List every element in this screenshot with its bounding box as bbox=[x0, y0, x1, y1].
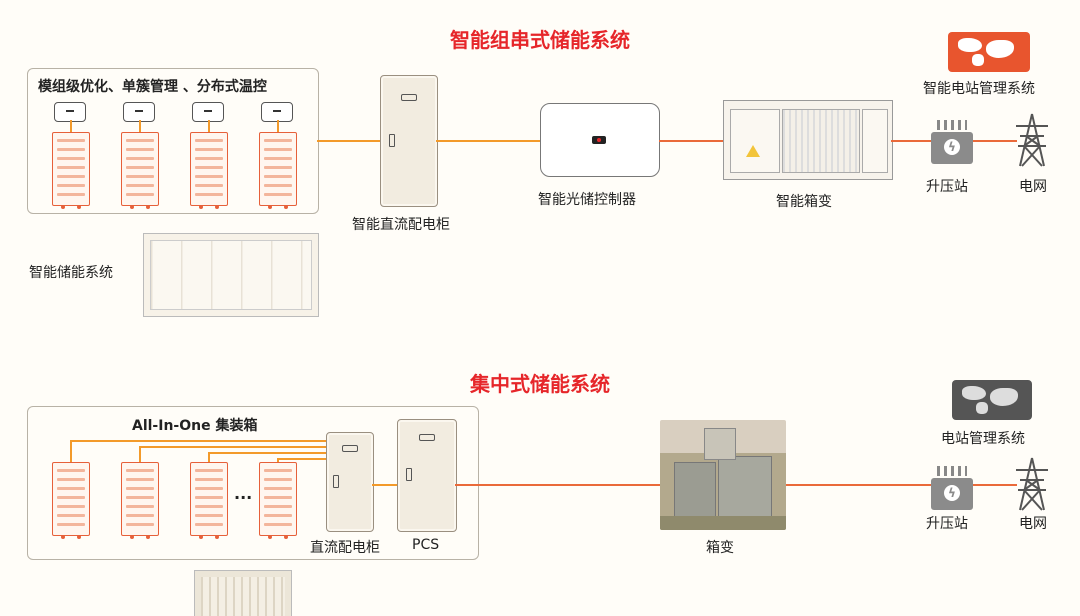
pcs-cabinet-icon bbox=[397, 419, 457, 532]
world-map-monitor-icon bbox=[948, 32, 1030, 72]
bottom-transformer-label: 箱变 bbox=[706, 540, 734, 556]
bms-icon bbox=[54, 102, 86, 122]
connection-line bbox=[891, 140, 931, 142]
top-mgmt-label: 智能电站管理系统 bbox=[923, 81, 1035, 97]
battery-rack-icon bbox=[121, 132, 159, 209]
power-tower-icon bbox=[1016, 113, 1048, 167]
bms-icon bbox=[123, 102, 155, 122]
world-map-monitor-icon bbox=[952, 380, 1032, 420]
top-booster-label: 升压站 bbox=[926, 179, 968, 195]
inverter-icon bbox=[540, 103, 660, 177]
battery-rack-icon bbox=[190, 132, 228, 209]
bottom-booster-label: 升压站 bbox=[926, 516, 968, 532]
rack-ellipsis: ... bbox=[234, 484, 253, 503]
connection-line bbox=[317, 140, 380, 142]
bottom-pcs-label: PCS bbox=[412, 537, 440, 553]
connection-line bbox=[436, 140, 540, 142]
bottom-grid-label: 电网 bbox=[1019, 516, 1047, 532]
bottom-mgmt-label: 电站管理系统 bbox=[941, 431, 1025, 447]
dc-distribution-cabinet-icon bbox=[326, 432, 374, 532]
top-panel-label: 模组级优化、单簇管理 、分布式温控 bbox=[38, 79, 267, 95]
bms-icon bbox=[261, 102, 293, 122]
battery-rack-icon bbox=[259, 132, 297, 209]
battery-rack-icon bbox=[190, 462, 228, 539]
bms-icon bbox=[192, 102, 224, 122]
container-icon bbox=[194, 570, 292, 616]
power-tower-icon bbox=[1016, 457, 1048, 511]
connection-line bbox=[659, 140, 723, 142]
top-controller-label: 智能光储控制器 bbox=[538, 192, 636, 208]
connection-line bbox=[786, 484, 931, 486]
battery-rack-icon bbox=[52, 462, 90, 539]
top-transformer-label: 智能箱变 bbox=[776, 194, 832, 210]
bottom-panel-label: All-In-One 集装箱 bbox=[132, 418, 258, 434]
top-section-title: 智能组串式储能系统 bbox=[450, 28, 630, 52]
connection-line bbox=[973, 140, 1017, 142]
top-grid-label: 电网 bbox=[1019, 179, 1047, 195]
booster-station-icon: ϟ bbox=[931, 466, 973, 510]
battery-rack-icon bbox=[52, 132, 90, 209]
transformer-icon bbox=[660, 420, 786, 530]
connection-line bbox=[455, 484, 660, 486]
top-dc-cabinet-label: 智能直流配电柜 bbox=[352, 217, 450, 233]
top-storage-label: 智能储能系统 bbox=[29, 265, 113, 281]
connection-line bbox=[973, 484, 1017, 486]
transformer-icon bbox=[723, 100, 893, 180]
booster-station-icon: ϟ bbox=[931, 120, 973, 164]
battery-rack-icon bbox=[121, 462, 159, 539]
battery-rack-icon bbox=[259, 462, 297, 539]
container-icon bbox=[143, 233, 319, 317]
dc-distribution-cabinet-icon bbox=[380, 75, 438, 207]
bottom-dc-cabinet-label: 直流配电柜 bbox=[310, 540, 380, 556]
bottom-section-title: 集中式储能系统 bbox=[470, 372, 610, 396]
